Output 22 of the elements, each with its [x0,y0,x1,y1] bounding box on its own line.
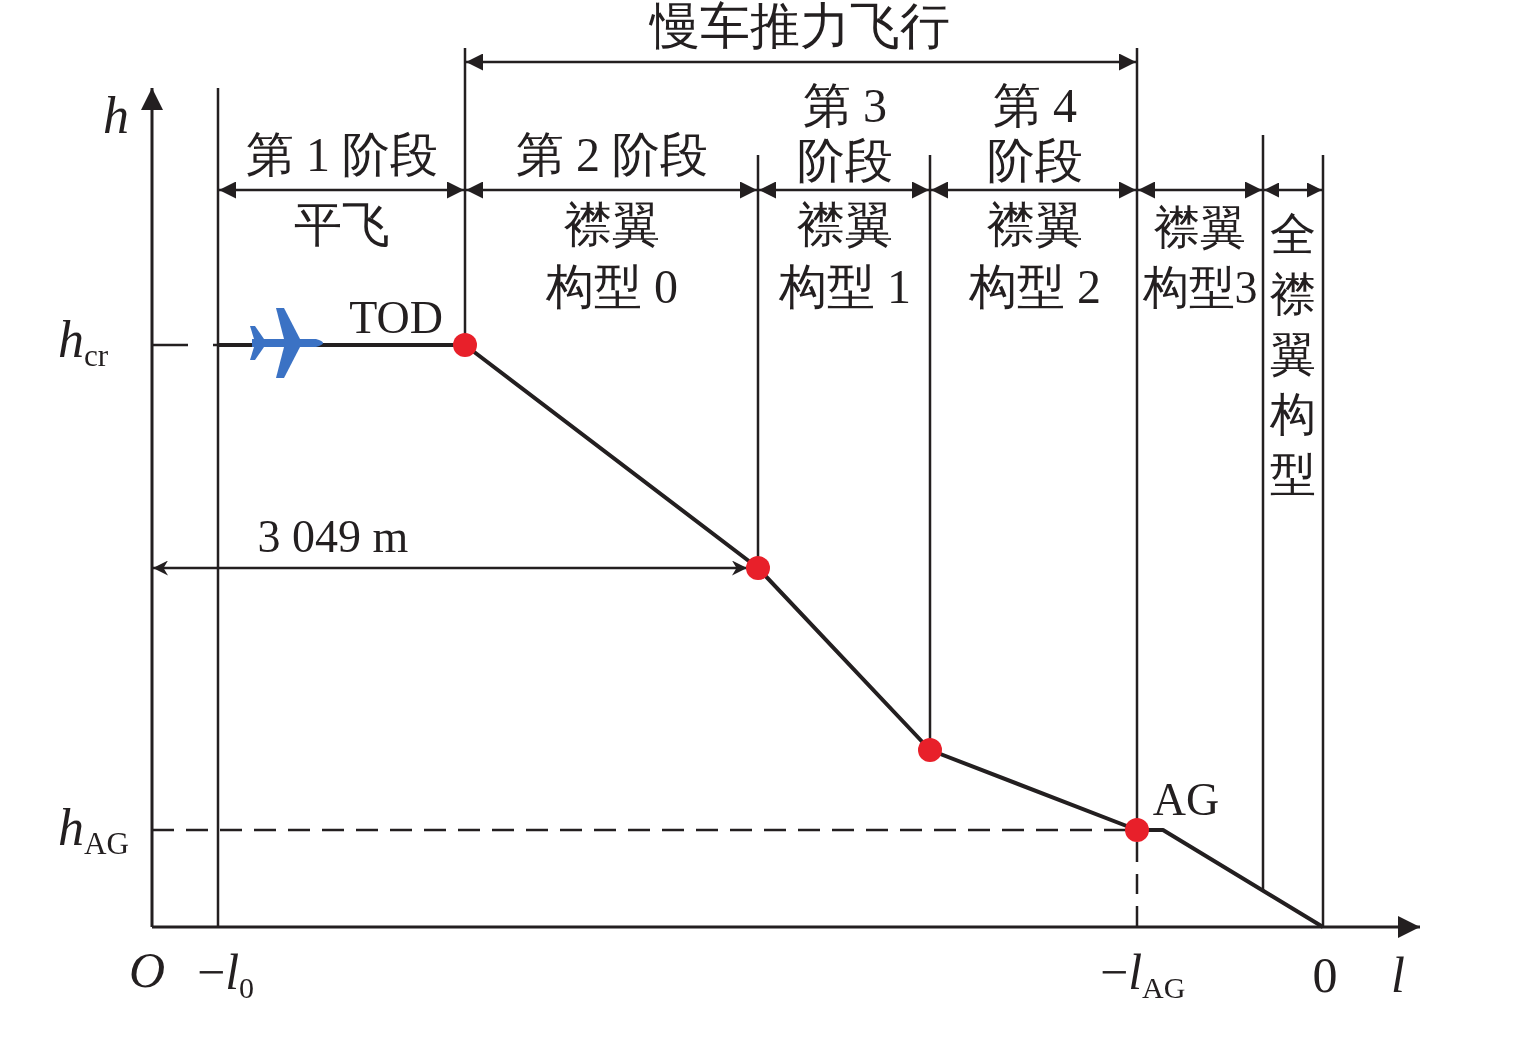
axis-label: h$_{cr}$ [58,312,109,368]
config-label: 襟翼构型 0 [546,197,678,315]
phase-label: 第 3 阶段 [797,77,893,188]
config-label: 襟翼构型 2 [969,197,1101,315]
config-label: 平飞 [294,197,390,253]
axis-label: l [1391,948,1405,1002]
axis-label: h [103,88,129,144]
point-label: TOD [349,292,443,344]
phase-label: 第 2 阶段 [516,127,708,183]
phase-label: 第 1 阶段 [246,127,438,183]
config-label: 全襟翼构型 [1269,208,1317,502]
axis-label: −l$_{AG}$ [1100,945,1186,999]
axis-label: O [128,943,166,997]
axis-label: h$_{AG}$ [58,800,130,856]
axis-label: 0 [1312,948,1338,1002]
phase-label: 第 4 阶段 [987,77,1083,188]
config-label: 襟翼构型3 [1142,201,1258,315]
axis-label: −l$_{0}$ [197,945,255,999]
span-label: 慢车推力飞行 [650,0,950,54]
config-label: 襟翼构型 1 [779,197,911,315]
dimension-label: 3 049 m [257,511,409,563]
point-label: AG [1152,774,1220,826]
